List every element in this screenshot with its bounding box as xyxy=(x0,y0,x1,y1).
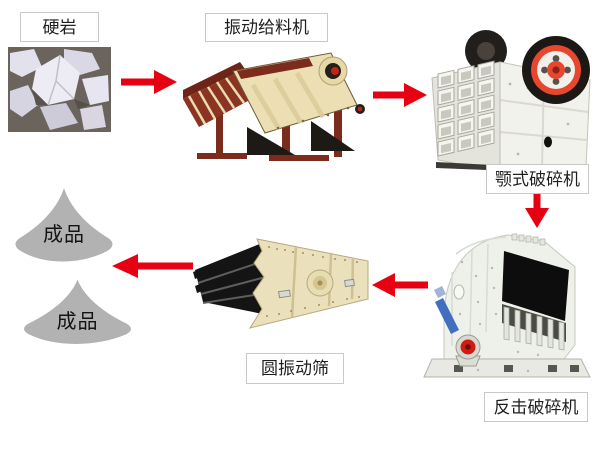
arrow-feeder-to-jaw-icon xyxy=(373,81,427,109)
product-pile-bottom: 成品 xyxy=(18,277,137,354)
label-vibrating-screen: 圆振动筛 xyxy=(246,353,344,384)
arrow-impact-to-screen-icon xyxy=(372,271,428,299)
product-pile-top: 成品 xyxy=(10,185,118,273)
hard-rock-photo xyxy=(8,47,111,132)
product-pile-top-label: 成品 xyxy=(43,223,85,246)
impact-crusher-illustration xyxy=(418,228,596,384)
arrow-jaw-to-impact-icon xyxy=(523,191,551,228)
product-pile-bottom-label: 成品 xyxy=(56,311,99,334)
vibrating-feeder-illustration xyxy=(183,45,375,163)
arrow-raw-to-feeder-icon xyxy=(121,68,177,96)
label-impact-crusher: 反击破碎机 xyxy=(484,392,588,422)
jaw-crusher-illustration xyxy=(428,24,598,174)
label-jaw-crusher: 颚式破碎机 xyxy=(486,164,589,194)
label-raw-material: 硬岩 xyxy=(20,12,99,42)
arrow-screen-to-product-icon xyxy=(112,252,193,280)
vibrating-screen-illustration xyxy=(193,236,371,333)
label-vibrating-feeder: 振动给料机 xyxy=(205,13,328,42)
